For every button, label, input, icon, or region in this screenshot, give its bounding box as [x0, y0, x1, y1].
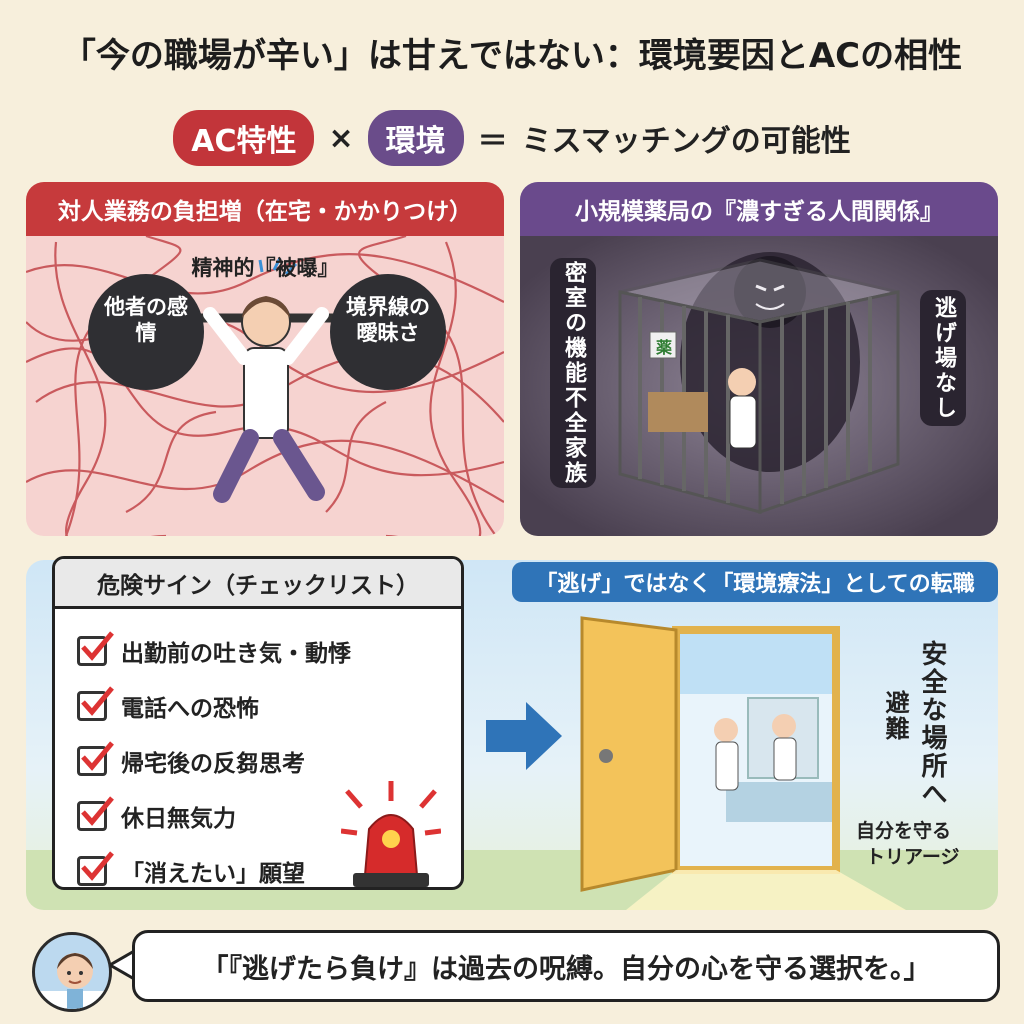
pharmacist-avatar	[32, 932, 112, 1012]
alarm-siren-icon	[341, 781, 441, 887]
safe-place-text: 安全な場所へ	[917, 640, 947, 808]
checked-checkbox-icon	[77, 795, 114, 831]
checklist-item-label: 出勤前の吐き気・動悸	[121, 640, 351, 667]
checklist: 出勤前の吐き気・動悸 電話への恐怖 帰宅後の反芻思考 休日無気力 「消えたい」願…	[77, 623, 351, 898]
page-title: 「今の職場が辛い」は甘えではない：環境要因とACの相性	[61, 36, 963, 76]
checklist-item-label: 休日無気力	[121, 805, 236, 832]
ac-traits-pill: AC特性	[173, 110, 315, 166]
triage-text-line1: 自分を守る	[856, 820, 952, 842]
no-escape-label: 逃げ場なし	[920, 290, 966, 426]
checked-checkbox-icon	[77, 685, 114, 721]
panel1-heading: 対人業務の負担増（在宅・かかりつけ）	[26, 182, 504, 236]
closing-quote: 「『逃げたら負け』は過去の呪縛。自分の心を守る選択を。」	[132, 930, 1000, 1002]
dysfunctional-family-label: 密室の機能不全家族	[550, 258, 596, 488]
checklist-item: 帰宅後の反芻思考	[77, 733, 351, 788]
panel2-heading: 小規模薬局の『濃すぎる人間関係』	[520, 182, 998, 236]
herb-sign: 薬	[655, 338, 672, 357]
times-sign: ×	[328, 120, 354, 156]
checked-checkbox-icon	[77, 740, 114, 776]
small-pharmacy-panel: 小規模薬局の『濃すぎる人間関係』 薬 密室の機能不全家族 逃げ場なし	[520, 182, 998, 536]
checklist-item-label: 電話への恐怖	[121, 695, 259, 722]
checklist-item: 出勤前の吐き気・動悸	[77, 623, 351, 678]
checklist-item-label: 帰宅後の反芻思考	[121, 750, 305, 777]
checklist-item: 休日無気力	[77, 788, 351, 843]
others-emotions-label: 他者の感情	[104, 295, 188, 345]
checklist-heading: 危険サイン（チェックリスト）	[55, 559, 461, 609]
formula-result: ミスマッチングの可能性	[521, 124, 851, 159]
cage-illustration	[520, 236, 998, 536]
checklist-item-label: 「消えたい」願望	[121, 860, 305, 887]
pharmacist-face-icon	[35, 953, 109, 1009]
checked-checkbox-icon	[77, 850, 114, 886]
interpersonal-burden-panel: 対人業務の負担増（在宅・かかりつけ） 精神的『被曝』 他者の感情 境界線の曖昧さ	[26, 182, 504, 536]
warning-checklist-card: 危険サイン（チェックリスト） 出勤前の吐き気・動悸 電話への恐怖 帰宅後の反芻思…	[52, 556, 464, 890]
checked-checkbox-icon	[77, 630, 114, 666]
exposure-label: 精神的『被曝』	[191, 256, 339, 280]
door-illustration	[26, 616, 998, 910]
checklist-item: 電話への恐怖	[77, 678, 351, 733]
triage-text-line2: トリアージ	[866, 846, 960, 868]
equals-sign: ＝	[477, 124, 508, 159]
formula-row: AC特性 × 環境 ＝ ミスマッチングの可能性	[0, 110, 1024, 166]
refuge-text: 避難	[881, 690, 909, 742]
environment-pill: 環境	[367, 110, 464, 166]
job-change-heading: 「逃げ」ではなく「環境療法」としての転職	[512, 562, 998, 602]
checklist-item: 「消えたい」願望	[77, 843, 351, 898]
boundary-ambiguity-label: 境界線の曖昧さ	[346, 295, 430, 345]
tangled-threads-illustration	[26, 234, 504, 536]
